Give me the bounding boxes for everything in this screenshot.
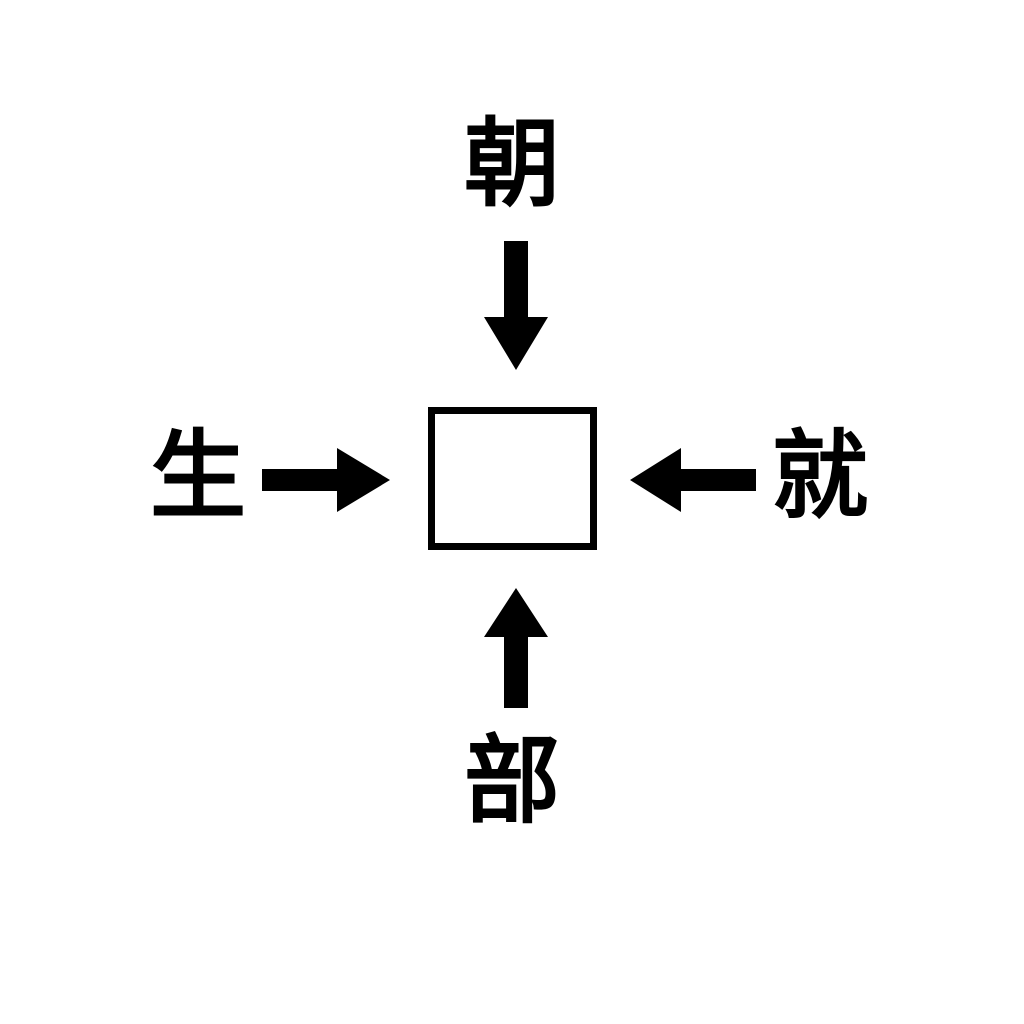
arrow-left: [630, 448, 756, 512]
kanji-label-bottom: 部: [464, 725, 560, 837]
arrow-left-shape: [630, 448, 756, 512]
kanji-label-right: 就: [772, 420, 868, 532]
arrow-down-shape: [484, 241, 548, 370]
kanji-label-left: 生: [150, 420, 246, 532]
arrow-right-shape: [262, 448, 390, 512]
center-answer-box[interactable]: [428, 407, 597, 550]
arrow-up-shape: [484, 588, 548, 708]
arrow-down: [484, 241, 548, 370]
kanji-label-top: 朝: [464, 108, 560, 220]
arrow-up: [484, 588, 548, 708]
arrow-right: [262, 448, 390, 512]
